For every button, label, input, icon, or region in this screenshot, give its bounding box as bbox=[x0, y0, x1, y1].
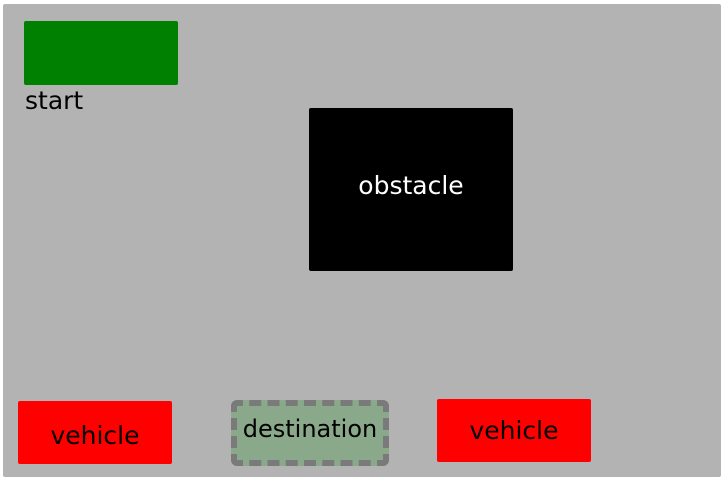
destination-label: destination bbox=[242, 415, 378, 443]
game-board: start obstacle vehicle destination vehic… bbox=[3, 4, 721, 477]
destination-zone[interactable]: destination bbox=[231, 400, 389, 466]
obstacle-label: obstacle bbox=[358, 171, 464, 200]
vehicle-left[interactable]: vehicle bbox=[18, 401, 172, 464]
vehicle-left-label: vehicle bbox=[50, 421, 140, 450]
obstacle-block: obstacle bbox=[309, 108, 513, 271]
start-zone bbox=[24, 21, 178, 85]
vehicle-right-label: vehicle bbox=[469, 416, 559, 445]
vehicle-right[interactable]: vehicle bbox=[437, 399, 591, 462]
start-label: start bbox=[25, 86, 84, 115]
